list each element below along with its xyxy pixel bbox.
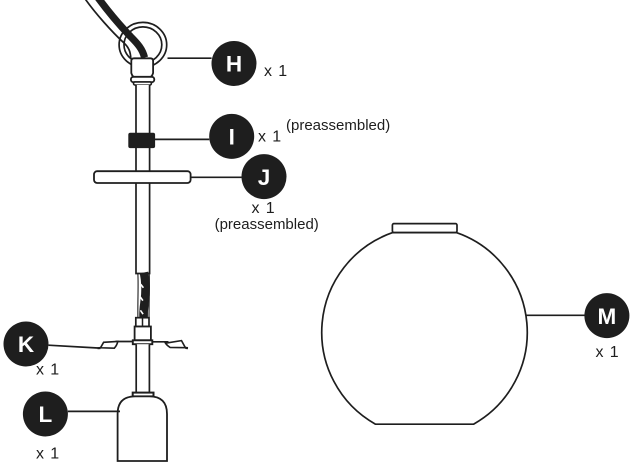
svg-text:(preassembled): (preassembled) <box>215 216 319 233</box>
svg-text:L: L <box>39 402 53 427</box>
svg-text:x 1: x 1 <box>36 362 60 379</box>
svg-text:x 1: x 1 <box>251 200 275 217</box>
svg-text:(preassembled): (preassembled) <box>286 117 390 134</box>
svg-text:K: K <box>18 332 35 357</box>
svg-text:x 1: x 1 <box>36 445 60 462</box>
svg-text:I: I <box>229 125 235 150</box>
svg-text:x 1: x 1 <box>264 63 288 80</box>
svg-text:M: M <box>598 304 617 329</box>
svg-text:x 1: x 1 <box>595 344 619 361</box>
svg-text:x 1: x 1 <box>258 128 282 145</box>
svg-text:H: H <box>226 52 242 77</box>
svg-text:J: J <box>258 165 271 190</box>
